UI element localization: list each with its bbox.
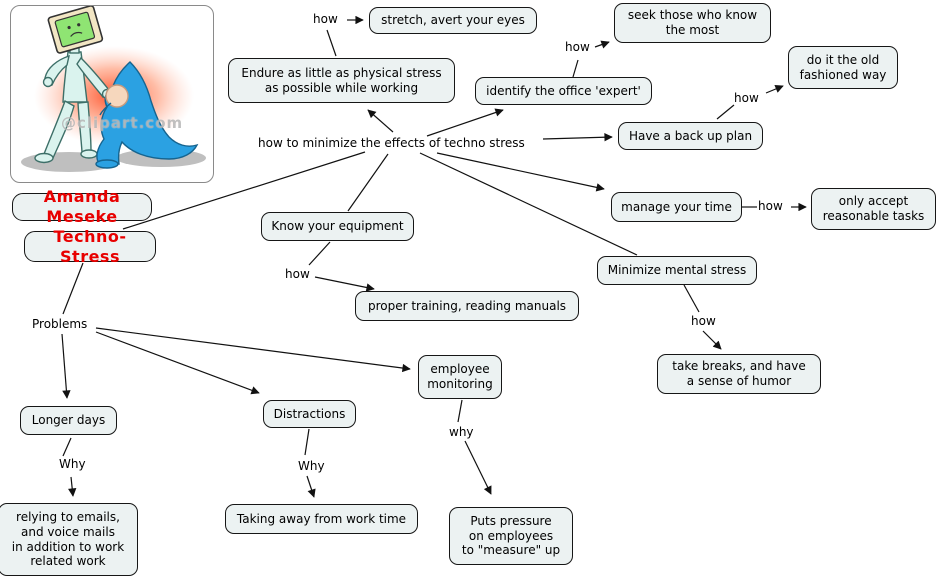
edge-why-to-pressure [464, 440, 492, 495]
link-label-why-monitoring[interactable]: why [449, 425, 474, 439]
edge-hub-to-identify [426, 108, 504, 137]
edge-minimize-to-how [683, 284, 700, 313]
edge-identify-to-how [572, 59, 579, 78]
edge-techno-to-hub [122, 151, 366, 230]
edge-problems-to-employee [95, 327, 411, 373]
link-label-how-old-fashioned[interactable]: how [734, 91, 759, 105]
concept-seek-know[interactable]: seek those who know the most [614, 3, 771, 43]
concept-identify-expert[interactable]: identify the office 'expert' [475, 77, 652, 105]
concept-relying-emails[interactable]: relying to emails, and voice mails in ad… [0, 503, 138, 576]
edge-problems-to-distractions [95, 331, 260, 395]
watermark: @clipart.com [61, 114, 184, 132]
link-label-how-training[interactable]: how [285, 267, 310, 281]
edge-problems-to-longer [61, 333, 71, 399]
edge-techno-to-problems [62, 262, 84, 315]
concept-hub[interactable]: how to minimize the effects of techno st… [258, 136, 525, 150]
edge-know-to-how [308, 241, 331, 266]
concept-know-equipment[interactable]: Know your equipment [261, 212, 414, 241]
link-label-how-seek[interactable]: how [565, 40, 590, 54]
link-label-how-breaks[interactable]: how [691, 314, 716, 328]
concept-take-breaks[interactable]: take breaks, and have a sense of humor [657, 354, 821, 394]
link-label-why-distractions[interactable]: Why [298, 459, 325, 473]
edge-how-to-seek [594, 40, 610, 49]
concept-proper-training[interactable]: proper training, reading manuals [355, 291, 579, 321]
concept-longer-days[interactable]: Longer days [20, 406, 117, 435]
concept-backup-plan[interactable]: Have a back up plan [618, 122, 763, 150]
link-label-why-longer[interactable]: Why [59, 457, 86, 471]
edge-hub-to-minimize [419, 152, 638, 256]
edge-hub-to-manage [436, 152, 605, 192]
concept-problems[interactable]: Problems [32, 317, 88, 331]
edge-why-to-taking [306, 475, 316, 498]
edge-how-to-training [314, 276, 375, 292]
concept-employee-monitoring[interactable]: employee monitoring [418, 355, 502, 399]
edge-employee-to-why [457, 399, 463, 423]
monitor-head [47, 6, 104, 54]
concept-minimize-mental[interactable]: Minimize mental stress [597, 256, 757, 285]
clipart-panel[interactable]: @clipart.com [10, 5, 214, 183]
author-node[interactable]: Amanda Meseke [12, 187, 152, 226]
computer-head-figure [34, 42, 113, 164]
concept-distractions[interactable]: Distractions [263, 400, 356, 428]
edge-hub-to-endure [367, 109, 394, 133]
edge-endure-to-how [326, 29, 337, 57]
edge-backup-to-how [716, 104, 735, 120]
edge-hub-to-backup [542, 133, 613, 142]
concept-reasonable-tasks[interactable]: only accept reasonable tasks [811, 188, 936, 230]
link-label-how-reasonable[interactable]: how [758, 199, 783, 213]
concept-stretch[interactable]: stretch, avert your eyes [369, 7, 537, 34]
edge-hub-to-know [347, 153, 389, 212]
concept-manage-time[interactable]: manage your time [611, 192, 742, 222]
link-label-how-stretch[interactable]: how [313, 12, 338, 26]
edge-longer-to-why [62, 437, 72, 457]
concept-taking-away[interactable]: Taking away from work time [225, 504, 418, 534]
edge-how-to-oldfashioned [765, 84, 784, 94]
edge-distractions-to-why [304, 428, 310, 456]
edge-why-to-relying [68, 476, 77, 497]
edge-how-to-takebreaks [702, 330, 722, 350]
concept-old-fashioned[interactable]: do it the old fashioned way [788, 46, 898, 89]
concept-endure[interactable]: Endure as little as physical stress as p… [228, 58, 455, 103]
computer-head-clipart [21, 6, 206, 172]
concept-puts-pressure[interactable]: Puts pressure on employees to "measure" … [449, 507, 573, 565]
begging-dolphin [95, 61, 199, 169]
topic-node[interactable]: Techno-Stress [24, 227, 156, 266]
